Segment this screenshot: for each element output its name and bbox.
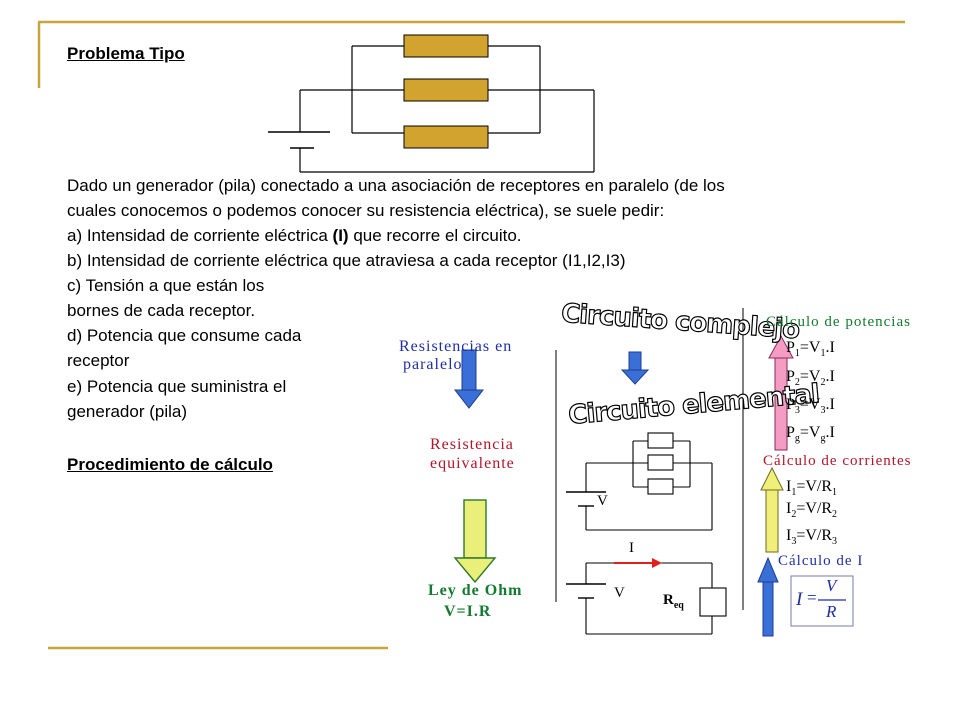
power-formula-1: P1=V1.I	[786, 339, 835, 359]
item-a-symbol: (I)	[332, 226, 349, 245]
formula-denominator: R	[826, 602, 837, 621]
symbol: .I	[825, 424, 835, 441]
symbol: .I	[825, 396, 835, 413]
resistor-3	[403, 125, 489, 149]
arrow-blue-up	[757, 556, 779, 637]
item-e-line-2: generador (pila)	[67, 402, 188, 421]
subscript: 2	[791, 509, 797, 521]
symbol: P	[786, 368, 795, 385]
intro-line-2: cuales conocemos o podemos conocer su re…	[67, 201, 665, 220]
subscript: 1	[820, 348, 826, 360]
step-equivalent-line-2: equivalente	[430, 455, 515, 472]
power-heading: Cálculo de potencias	[766, 314, 911, 330]
step-parallel-line-2: paralelo	[403, 356, 463, 373]
symbol: =V/R	[796, 478, 833, 495]
current-formula-3: I3=V/R3	[786, 527, 837, 547]
item-d-line-2: receptor	[67, 351, 130, 370]
arrow-blue-center	[620, 351, 650, 385]
item-c-line-1: c) Tensión a que están los	[67, 276, 265, 295]
symbol: =V	[799, 424, 821, 441]
subscript: 3	[832, 536, 838, 548]
parallel-circuit-center	[566, 432, 713, 531]
symbol: =V	[799, 368, 821, 385]
label-req-symbol: R	[663, 592, 674, 608]
resistor-1	[403, 34, 489, 58]
procedure-heading: Procedimiento de cálculo	[67, 455, 273, 474]
arrow-green-left	[453, 499, 497, 584]
formula-box	[790, 575, 854, 627]
parallel-circuit-top	[268, 45, 595, 173]
symbol: P	[786, 339, 795, 356]
power-formula-3: P3=V3.I	[786, 396, 835, 416]
subscript: 3	[794, 405, 800, 417]
label-req: Req	[663, 592, 684, 611]
current-formula-2: I2=V/R2	[786, 500, 837, 520]
subscript: 3	[820, 405, 826, 417]
formula-lhs: I	[796, 589, 803, 610]
symbol: .I	[825, 368, 835, 385]
subscript: 1	[794, 348, 800, 360]
arrow-pink-up	[768, 334, 794, 451]
step-ohm-formula: V=I.R	[444, 603, 492, 620]
elemental-circuit	[566, 562, 727, 635]
item-c-line-2: bornes de cada receptor.	[67, 301, 256, 320]
label-voltage-parallel: V	[597, 493, 608, 509]
subscript: g	[820, 433, 826, 445]
item-a-end: que recorre el circuito.	[348, 226, 522, 245]
symbol: =V/R	[796, 500, 833, 517]
subscript: 3	[791, 536, 797, 548]
item-b: b) Intensidad de corriente eléctrica que…	[67, 251, 626, 270]
symbol: P	[786, 424, 795, 441]
item-e-line-1: e) Potencia que suministra el	[67, 377, 287, 396]
step-equivalent-line-1: Resistencia	[430, 436, 514, 453]
step-ohm-line-1: Ley de Ohm	[428, 582, 523, 599]
label-req-subscript: eq	[673, 600, 684, 611]
subscript: 1	[832, 487, 838, 499]
item-a: a) Intensidad de corriente eléctrica (I)…	[67, 224, 522, 248]
current-arrow	[614, 558, 662, 568]
symbol: .I	[825, 339, 835, 356]
symbol: I	[786, 500, 792, 517]
formula-equals: =	[807, 588, 817, 607]
label-voltage-elemental: V	[614, 585, 625, 601]
label-current: I	[629, 540, 634, 556]
subscript: 2	[794, 377, 800, 389]
calc-i-heading: Cálculo de I	[778, 553, 864, 569]
symbol: =V/R	[796, 527, 833, 544]
subscript: 2	[832, 509, 838, 521]
arrow-blue-left	[453, 349, 485, 409]
subscript: 1	[791, 487, 797, 499]
power-formula-generator: Pg=Vg.I	[786, 424, 835, 444]
power-formula-2: P2=V2.I	[786, 368, 835, 388]
intro-line-1: Dado un generador (pila) conectado a una…	[67, 176, 725, 195]
current-formula-1: I1=V/R1	[786, 478, 837, 498]
problem-title: Problema Tipo	[67, 44, 185, 63]
resistor-2	[403, 78, 489, 102]
symbol: I	[786, 527, 792, 544]
symbol: =V	[799, 339, 821, 356]
symbol: P	[786, 396, 795, 413]
current-heading: Cálculo de corrientes	[763, 453, 912, 469]
subscript: 2	[820, 377, 826, 389]
step-parallel-line-1: Resistencias en	[399, 338, 513, 355]
symbol: I	[786, 478, 792, 495]
item-a-text: a) Intensidad de corriente eléctrica	[67, 226, 333, 245]
subscript: g	[794, 433, 800, 445]
symbol: =V	[799, 396, 821, 413]
item-d-line-1: d) Potencia que consume cada	[67, 326, 302, 345]
formula-numerator: V	[826, 576, 837, 595]
arrow-yellow-up	[760, 466, 784, 553]
